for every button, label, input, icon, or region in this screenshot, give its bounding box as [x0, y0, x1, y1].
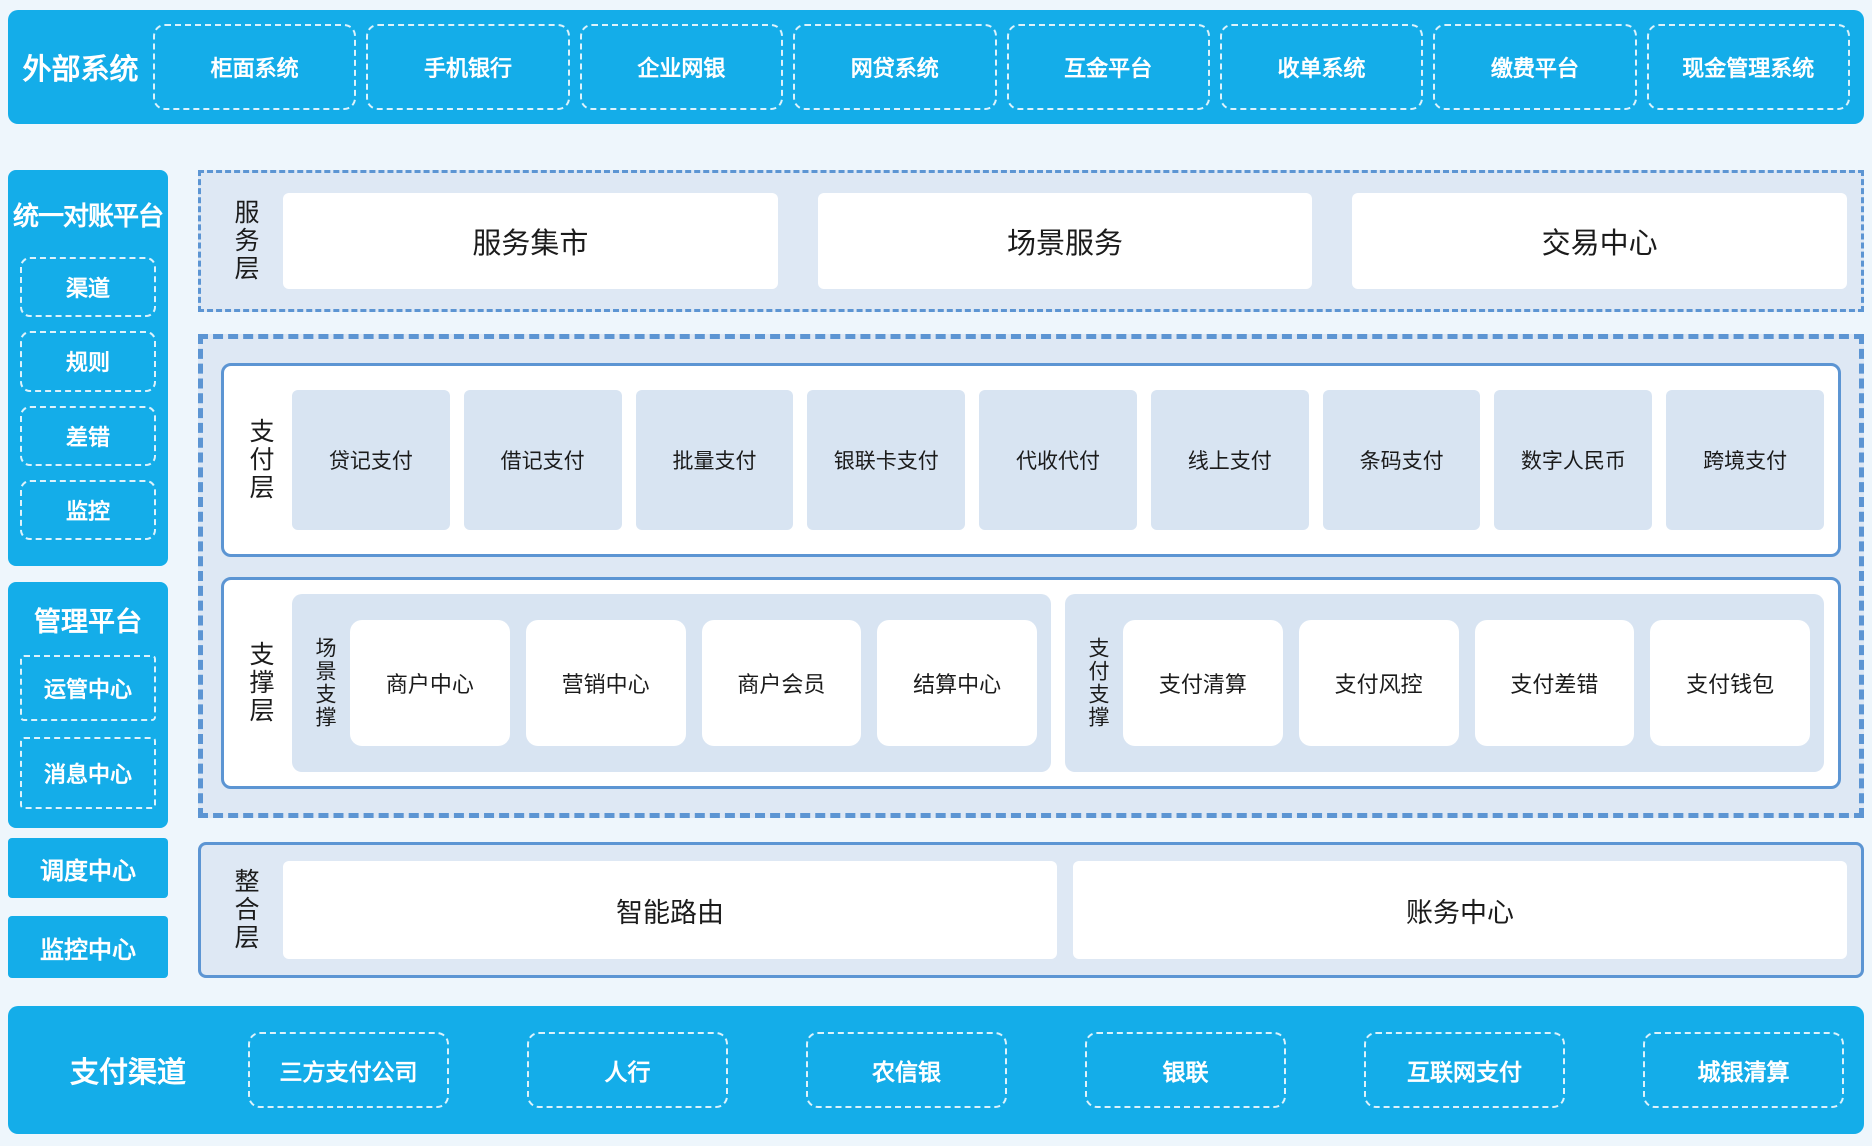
payment-support-group: 支付支撑 支付清算 支付风控 支付差错 支付钱包 — [1065, 594, 1824, 772]
external-systems-bar: 外部系统 柜面系统 手机银行 企业网银 网贷系统 互金平台 收单系统 缴费平台 … — [8, 10, 1864, 124]
management-platform-card: 管理平台 运管中心 消息中心 — [8, 582, 168, 828]
support-layer-groups: 场景支撑 商户中心 营销中心 商户会员 结算中心 支付支撑 支付清算 — [292, 594, 1824, 772]
node-rural-credit-bank: 农信银 — [806, 1032, 1007, 1108]
node-discrepancy: 差错 — [20, 405, 156, 466]
middle-region: 统一对账平台 渠道 规则 差错 监控 管理平台 运管中心 消息中心 调度中心 监… — [8, 170, 1864, 978]
node-fee-payment-platform: 缴费平台 — [1433, 24, 1637, 110]
node-pboc: 人行 — [527, 1032, 728, 1108]
payment-support-items: 支付清算 支付风控 支付差错 支付钱包 — [1123, 594, 1810, 772]
node-smart-routing: 智能路由 — [283, 861, 1057, 959]
node-payment-discrepancy: 支付差错 — [1474, 620, 1635, 746]
node-online-payment: 线上支付 — [1150, 390, 1309, 530]
node-third-party-payment: 三方支付公司 — [248, 1032, 449, 1108]
node-accounting-center: 账务中心 — [1073, 861, 1847, 959]
core-layers-container: 支付层 贷记支付 借记支付 批量支付 银联卡支付 代收代付 线上支付 条码支付 … — [198, 334, 1864, 818]
node-scenario-service: 场景服务 — [817, 193, 1313, 289]
integration-layer: 整合层 智能路由 账务中心 — [198, 842, 1864, 978]
payment-layer-items: 贷记支付 借记支付 批量支付 银联卡支付 代收代付 线上支付 条码支付 数字人民… — [292, 390, 1825, 530]
payment-support-label: 支付支撑 — [1086, 637, 1109, 729]
external-systems-items: 柜面系统 手机银行 企业网银 网贷系统 互金平台 收单系统 缴费平台 现金管理系… — [153, 24, 1850, 110]
node-internet-finance: 互金平台 — [1006, 24, 1210, 110]
service-layer-items: 服务集市 场景服务 交易中心 — [283, 193, 1848, 289]
node-debit-payment: 借记支付 — [463, 390, 622, 530]
node-counter-system: 柜面系统 — [153, 24, 357, 110]
scenario-support-label: 场景支撑 — [313, 637, 336, 729]
service-layer: 服务层 服务集市 场景服务 交易中心 — [198, 170, 1864, 312]
node-corporate-ebank: 企业网银 — [579, 24, 784, 110]
node-online-loan: 网贷系统 — [793, 24, 997, 110]
service-layer-label: 服务层 — [231, 199, 259, 283]
payment-channels-items: 三方支付公司 人行 农信银 银联 互联网支付 城银清算 — [248, 1032, 1844, 1108]
node-settlement-center: 结算中心 — [877, 620, 1037, 746]
node-unionpay: 银联 — [1085, 1032, 1286, 1108]
integration-layer-label: 整合层 — [231, 868, 259, 952]
node-marketing-center: 营销中心 — [525, 620, 686, 746]
scenario-support-items: 商户中心 营销中心 商户会员 结算中心 — [350, 594, 1037, 772]
node-mobile-banking: 手机银行 — [366, 24, 570, 110]
node-service-market: 服务集市 — [283, 193, 778, 289]
node-internet-payment: 互联网支付 — [1364, 1032, 1565, 1108]
node-monitoring: 监控 — [20, 479, 156, 540]
payment-channels-title: 支付渠道 — [69, 1057, 186, 1089]
payment-layer: 支付层 贷记支付 借记支付 批量支付 银联卡支付 代收代付 线上支付 条码支付 … — [221, 363, 1841, 557]
support-layer: 支撑层 场景支撑 商户中心 营销中心 商户会员 结算中心 — [221, 577, 1841, 789]
payment-channels-bar: 支付渠道 三方支付公司 人行 农信银 银联 互联网支付 城银清算 — [8, 1006, 1864, 1134]
node-batch-payment: 批量支付 — [635, 390, 794, 530]
integration-layer-items: 智能路由 账务中心 — [283, 861, 1847, 959]
node-collection-payment: 代收代付 — [979, 390, 1137, 530]
support-layer-label: 支撑层 — [246, 641, 274, 725]
node-cash-management: 现金管理系统 — [1646, 24, 1850, 110]
node-channel: 渠道 — [20, 257, 156, 318]
node-merchant-center: 商户中心 — [350, 620, 510, 746]
scenario-support-group: 场景支撑 商户中心 营销中心 商户会员 结算中心 — [292, 594, 1051, 772]
node-unionpay-card-payment: 银联卡支付 — [807, 390, 966, 530]
node-merchant-membership: 商户会员 — [701, 620, 862, 746]
node-message-center: 消息中心 — [20, 737, 156, 809]
node-rules: 规则 — [20, 331, 156, 392]
sidebar: 统一对账平台 渠道 规则 差错 监控 管理平台 运管中心 消息中心 调度中心 监… — [8, 170, 168, 978]
node-dispatch-center: 调度中心 — [8, 838, 168, 898]
node-digital-rmb: 数字人民币 — [1494, 390, 1653, 530]
main-layers: 服务层 服务集市 场景服务 交易中心 支付层 贷记支付 借记支付 批量支付 银联… — [198, 170, 1864, 978]
node-cross-border-payment: 跨境支付 — [1666, 390, 1825, 530]
node-payment-risk-control: 支付风控 — [1298, 620, 1459, 746]
external-systems-title: 外部系统 — [22, 54, 139, 86]
node-transaction-center: 交易中心 — [1352, 193, 1848, 289]
node-credit-payment: 贷记支付 — [292, 390, 450, 530]
node-city-bank-clearing: 城银清算 — [1643, 1032, 1844, 1108]
node-payment-wallet: 支付钱包 — [1650, 620, 1810, 746]
payment-layer-label: 支付层 — [246, 418, 274, 502]
node-barcode-payment: 条码支付 — [1322, 390, 1481, 530]
node-operation-center: 运管中心 — [20, 655, 156, 721]
management-platform-title: 管理平台 — [34, 607, 142, 637]
node-monitor-center: 监控中心 — [8, 916, 168, 978]
node-payment-clearing: 支付清算 — [1123, 620, 1283, 746]
reconciliation-platform-title: 统一对账平台 — [12, 201, 164, 231]
node-acquiring-system: 收单系统 — [1219, 24, 1424, 110]
reconciliation-platform-card: 统一对账平台 渠道 规则 差错 监控 — [8, 170, 168, 566]
